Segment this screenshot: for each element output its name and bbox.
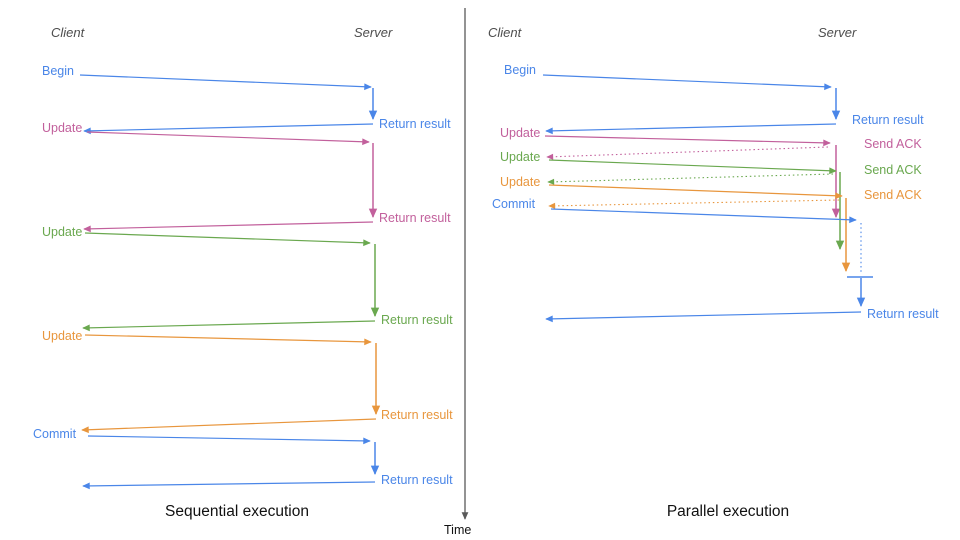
par-server-heading: Server — [818, 25, 857, 40]
seq-return2-label: Return result — [379, 211, 451, 225]
par-update1-label: Update — [500, 126, 541, 140]
seq-commit-label: Commit — [33, 427, 77, 441]
par-commit-return-line — [545, 311, 862, 323]
seq-update1-label: Update — [42, 121, 83, 135]
par-return-top-label: Return result — [852, 113, 924, 127]
par-ack2-label: Send ACK — [864, 163, 922, 177]
seq-update1-return-line — [83, 221, 374, 233]
par-client-heading: Client — [488, 25, 522, 40]
seq-commit-return-line — [82, 481, 376, 490]
par-update2-label: Update — [500, 150, 541, 164]
par-begin-return-line — [545, 123, 837, 135]
par-return-bottom-label: Return result — [867, 307, 939, 321]
seq-update2-label: Update — [42, 225, 83, 239]
seq-begin-request-line — [79, 74, 372, 91]
par-update3-label: Update — [500, 175, 541, 189]
par-begin-request-line — [542, 74, 832, 91]
seq-update1-request-line — [86, 131, 370, 146]
seq-update2-return-line — [82, 320, 376, 332]
par-ack1-label: Send ACK — [864, 137, 922, 151]
seq-begin-return-line — [83, 123, 374, 135]
par-begin-label: Begin — [504, 63, 536, 77]
par-commit-request-line — [550, 208, 857, 224]
par-update3-ack-line — [548, 199, 840, 209]
par-update2-request-line — [548, 159, 837, 175]
seq-begin-label: Begin — [42, 64, 74, 78]
seq-update2-request-line — [84, 232, 371, 247]
seq-return3-label: Return result — [381, 313, 453, 327]
time-axis-label: Time — [444, 523, 472, 537]
seq-update3-label: Update — [42, 329, 83, 343]
seq-server-heading: Server — [354, 25, 393, 40]
seq-client-heading: Client — [51, 25, 85, 40]
seq-title: Sequential execution — [165, 503, 309, 520]
par-update3-request-line — [548, 184, 843, 200]
seq-return1-label: Return result — [379, 117, 451, 131]
par-update2-ack-line — [547, 173, 834, 185]
seq-return4-label: Return result — [381, 408, 453, 422]
par-ack3-label: Send ACK — [864, 188, 922, 202]
seq-commit-request-line — [87, 435, 371, 445]
par-update1-ack-line — [546, 146, 829, 160]
par-update1-request-line — [544, 135, 831, 147]
seq-update3-return-line — [81, 418, 377, 434]
par-title: Parallel execution — [666, 503, 790, 520]
seq-update3-request-line — [84, 334, 372, 346]
par-commit-label: Commit — [492, 197, 536, 211]
seq-return5-label: Return result — [381, 473, 453, 487]
